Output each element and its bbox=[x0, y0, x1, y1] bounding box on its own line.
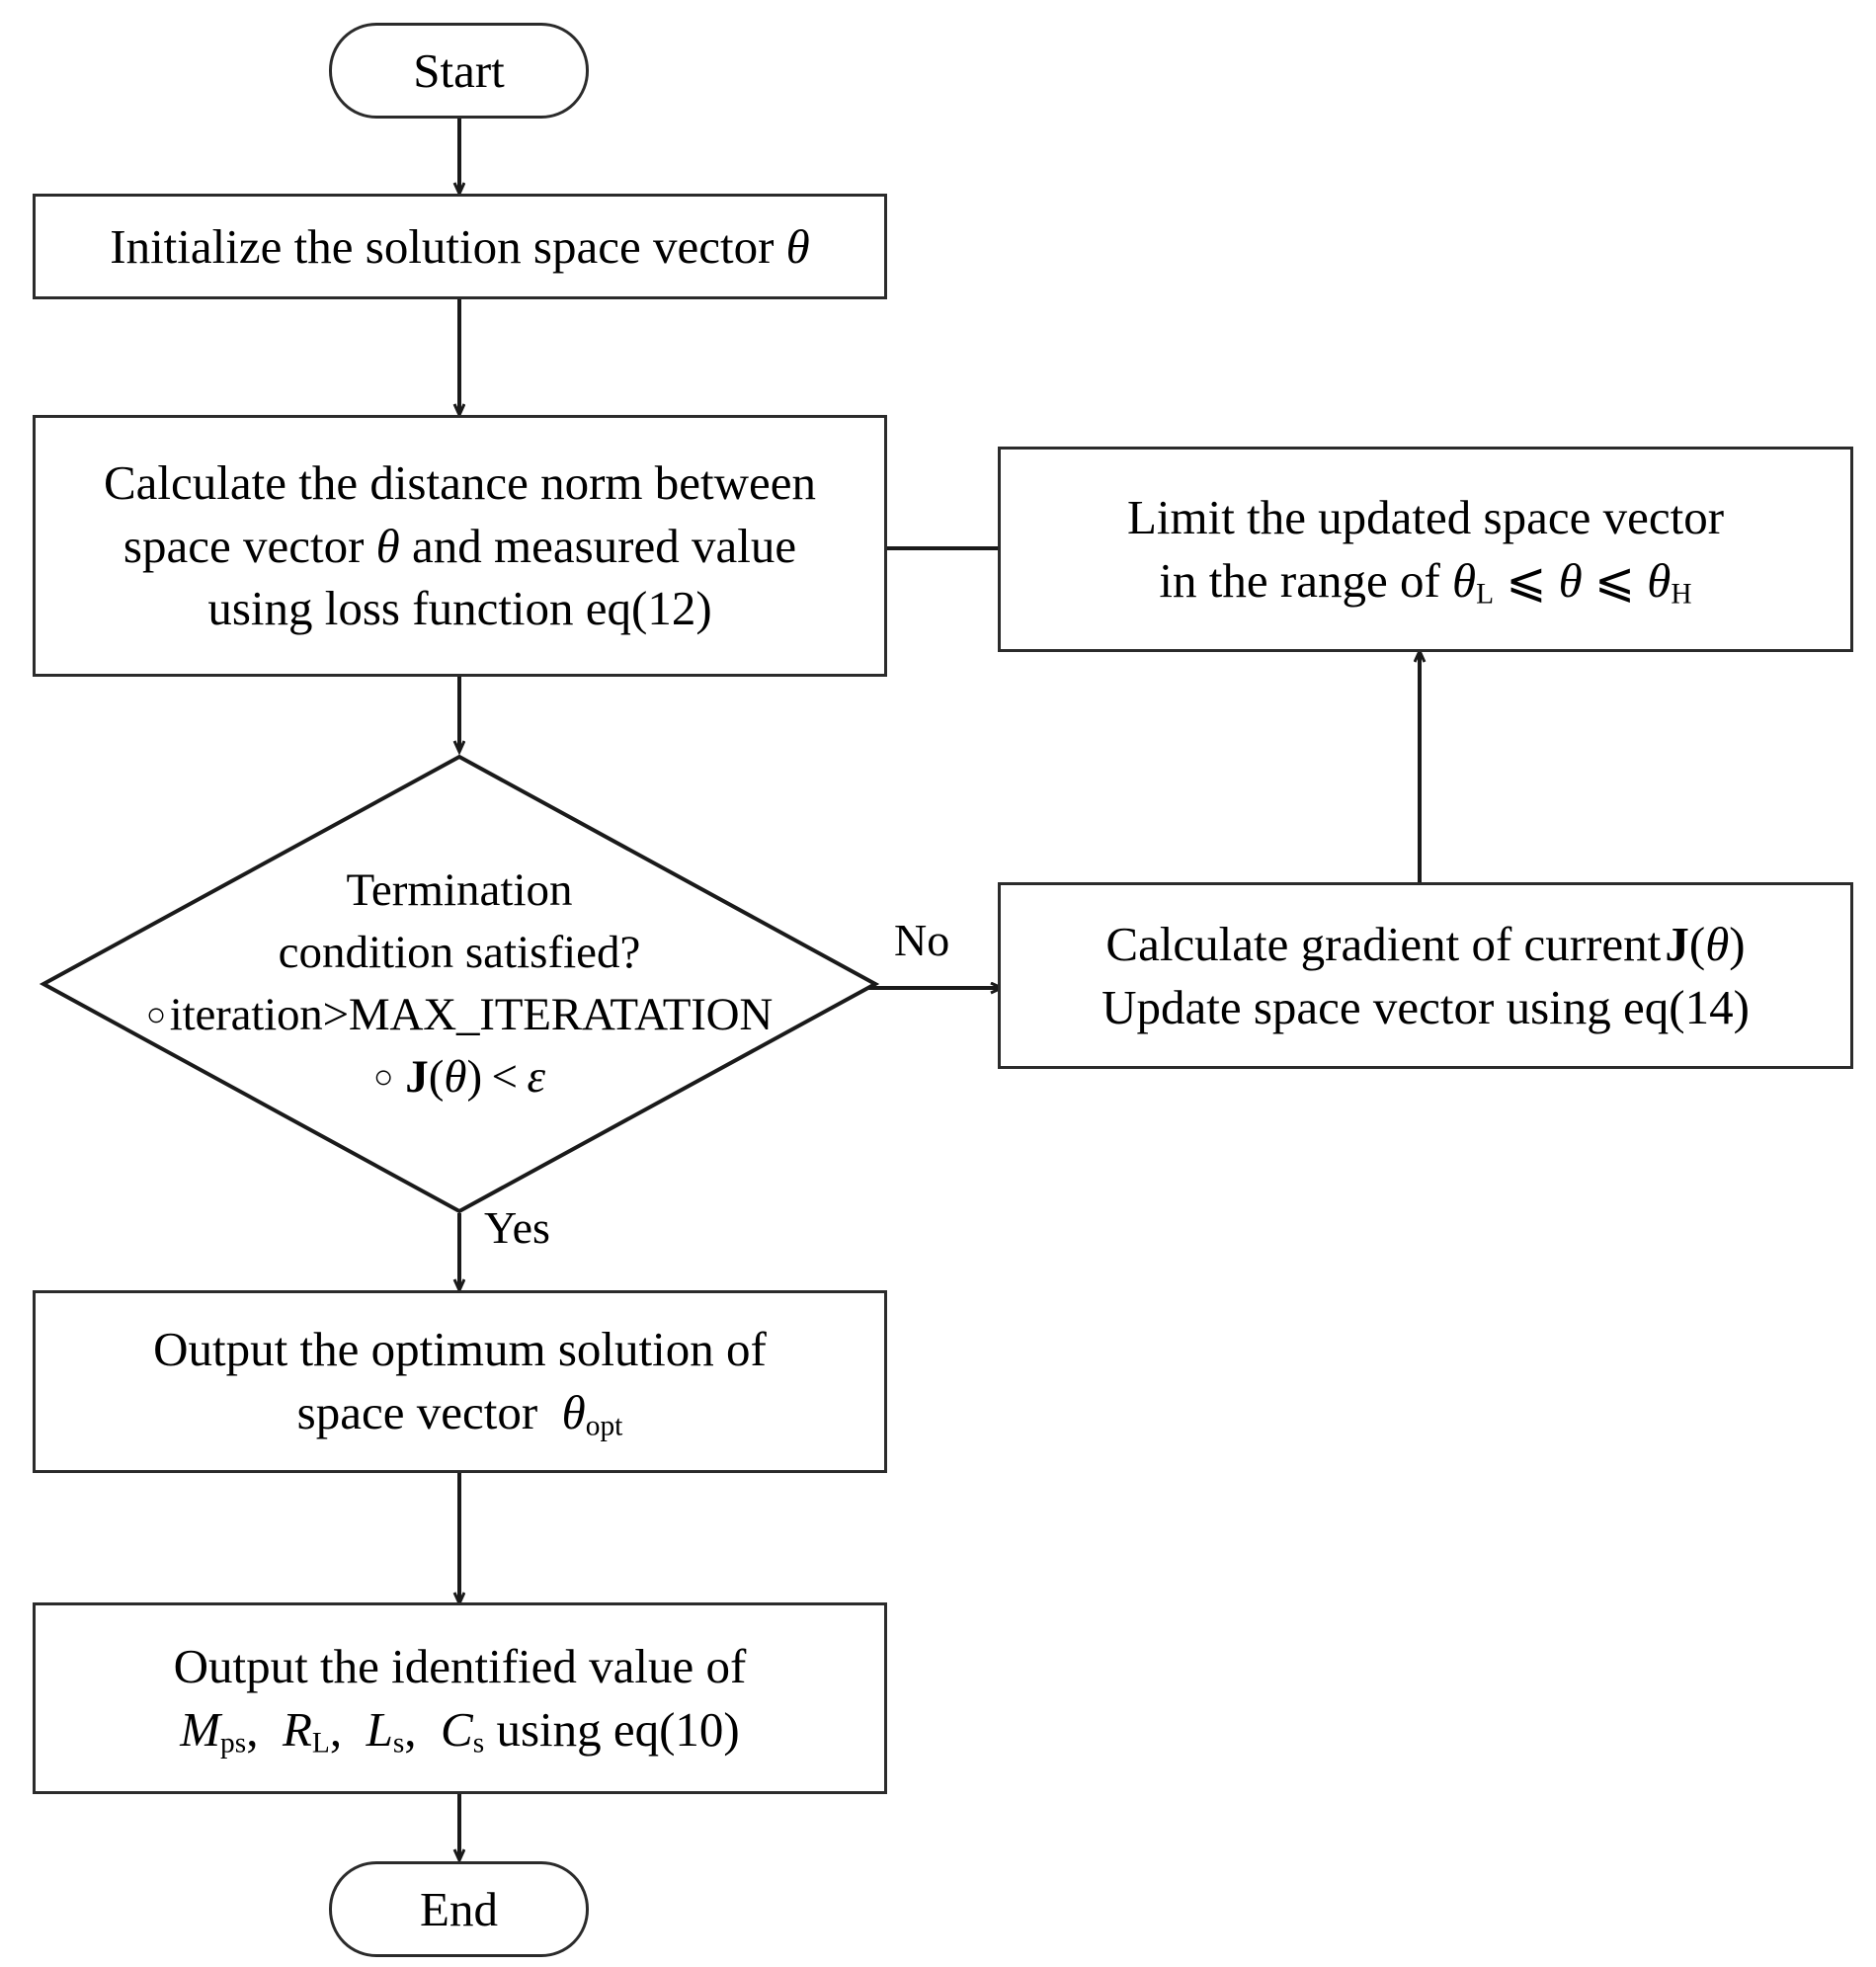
node-limit-vector-label: Limit the updated space vector in the ra… bbox=[1001, 486, 1850, 613]
node-end[interactable]: End bbox=[329, 1861, 589, 1957]
node-limit-vector-line-1: Limit the updated space vector bbox=[1126, 489, 1725, 544]
node-start[interactable]: Start bbox=[329, 23, 589, 119]
node-output-optimum-label: Output the optimum solution of space vec… bbox=[36, 1318, 884, 1444]
node-calculate-distance-line-3: using loss function eq(12) bbox=[207, 581, 712, 636]
node-limit-vector[interactable]: Limit the updated space vector in the ra… bbox=[998, 447, 1853, 652]
node-start-label: Start bbox=[413, 42, 505, 98]
edge-label-yes: Yes bbox=[484, 1202, 550, 1253]
node-calculate-gradient-label: Calculate gradient of current J(θ) Updat… bbox=[1001, 913, 1850, 1038]
decision-diamond-shape bbox=[39, 754, 880, 1214]
node-output-optimum-line-1: Output the optimum solution of bbox=[153, 1322, 767, 1377]
node-initialize-label: Initialize the solution space vector θ bbox=[36, 215, 884, 279]
node-output-optimum[interactable]: Output the optimum solution of space vec… bbox=[33, 1290, 887, 1473]
node-output-optimum-line-2: space vector θopt bbox=[296, 1385, 623, 1442]
node-termination[interactable]: Termination condition satisfied? ○ itera… bbox=[39, 753, 880, 1215]
node-initialize[interactable]: Initialize the solution space vector θ bbox=[33, 194, 887, 299]
node-output-identified-label: Output the identified value of Mps, RL, … bbox=[36, 1635, 884, 1762]
node-calculate-distance[interactable]: Calculate the distance norm between spac… bbox=[33, 415, 887, 677]
node-initialize-line-1: Initialize the solution space vector θ bbox=[110, 218, 810, 274]
node-calculate-distance-line-1: Calculate the distance norm between bbox=[103, 454, 817, 510]
node-output-identified-line-1: Output the identified value of bbox=[173, 1638, 747, 1693]
node-calculate-gradient-line-1: Calculate gradient of current J(θ) bbox=[1105, 916, 1746, 971]
node-end-label: End bbox=[420, 1881, 498, 1936]
node-calculate-gradient-line-2: Update space vector using eq(14) bbox=[1101, 979, 1750, 1034]
edge-label-no: No bbox=[894, 915, 950, 965]
node-output-identified-line-2: Mps, RL, Ls, Cs using eq(10) bbox=[180, 1701, 740, 1759]
node-limit-vector-line-2: in the range of θL ⩽ θ ⩽ θH bbox=[1159, 552, 1692, 610]
node-output-identified[interactable]: Output the identified value of Mps, RL, … bbox=[33, 1602, 887, 1794]
node-calculate-distance-label: Calculate the distance norm between spac… bbox=[36, 451, 884, 640]
node-calculate-gradient[interactable]: Calculate gradient of current J(θ) Updat… bbox=[998, 882, 1853, 1069]
node-calculate-distance-line-2: space vector θ and measured value bbox=[122, 518, 797, 573]
